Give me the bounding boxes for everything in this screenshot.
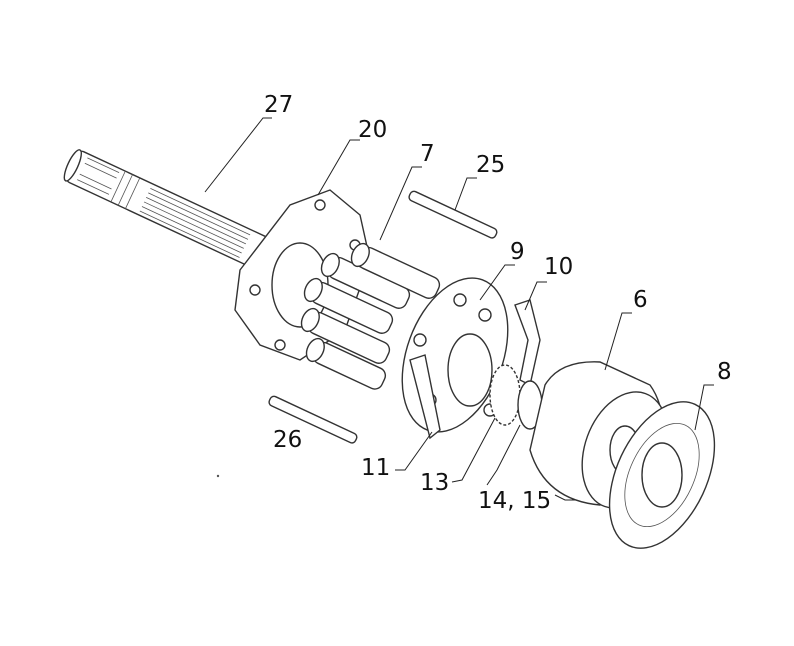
callout-6: 6 xyxy=(633,287,648,313)
pin-25 xyxy=(408,190,498,239)
callout-7: 7 xyxy=(420,141,435,167)
callout-8: 8 xyxy=(717,359,732,385)
callout-10: 10 xyxy=(544,254,574,280)
leader-lines xyxy=(204,117,714,501)
ring-13 xyxy=(489,364,521,426)
pistons xyxy=(300,242,441,390)
callout-11: 11 xyxy=(361,455,391,481)
drive-shaft xyxy=(63,149,270,269)
callout-26: 26 xyxy=(273,427,303,453)
pin-26 xyxy=(268,395,358,444)
callout-13: 13 xyxy=(420,470,450,496)
retainer-plate xyxy=(234,189,371,361)
callout-14-15: 14, 15 xyxy=(478,488,552,514)
valve-plate xyxy=(608,401,716,549)
guide-11 xyxy=(409,354,441,440)
guide-10 xyxy=(514,299,541,387)
callout-25: 25 xyxy=(476,152,506,178)
callout-27: 27 xyxy=(264,92,294,118)
callout-20: 20 xyxy=(358,117,388,143)
callout-9: 9 xyxy=(510,239,525,265)
